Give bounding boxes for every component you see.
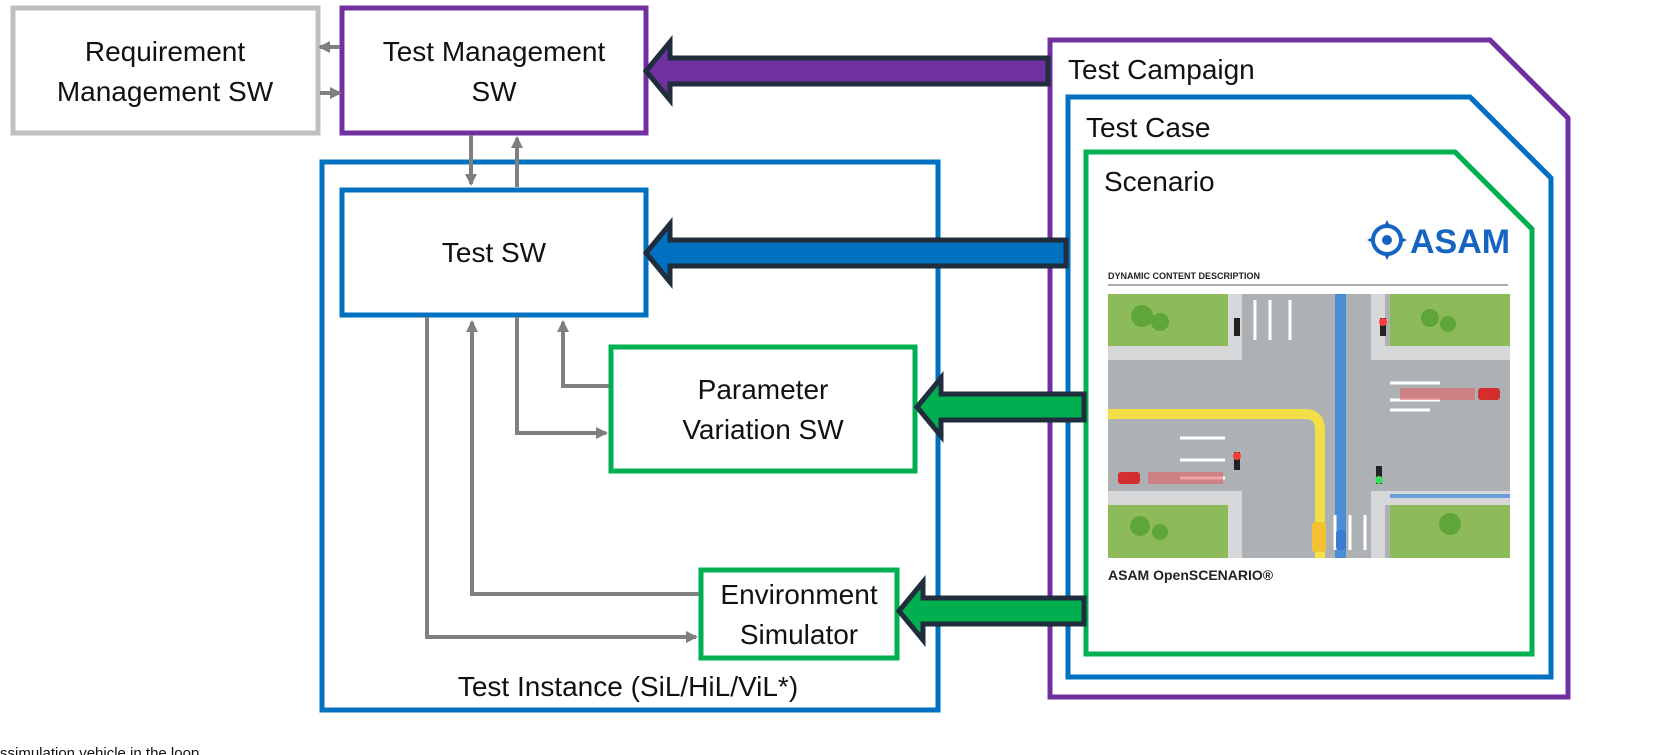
arrow-testsw-to-envsim: [425, 317, 698, 643]
compass-target-icon: [1367, 220, 1407, 260]
big-arrow-campaign-to-test-management: [642, 35, 1051, 107]
requirement-management-label-2: Management SW: [57, 76, 274, 107]
parameter-variation-label-2: Variation SW: [682, 414, 844, 445]
asam-brand: ASAM: [1410, 223, 1510, 261]
test-campaign-label: Test Campaign: [1068, 54, 1255, 85]
big-arrow-scenario-to-parameter-variation: [913, 371, 1087, 443]
test-sw-label: Test SW: [442, 237, 547, 268]
environment-simulator-box: Environment Simulator: [698, 567, 900, 661]
test-management-box: Test Management SW: [339, 5, 649, 136]
arrow-envsim-to-testsw: [466, 320, 699, 596]
arrow-paramvar-to-testsw: [557, 320, 609, 388]
cover-heading: DYNAMIC CONTENT DESCRIPTION: [1108, 271, 1260, 281]
intersection-illustration: [1108, 294, 1510, 558]
parameter-variation-label-1: Parameter: [698, 374, 829, 405]
requirement-management-box: Requirement Management SW: [10, 5, 321, 136]
test-case-label: Test Case: [1086, 112, 1211, 143]
test-sw-box: Test SW: [339, 187, 649, 318]
environment-simulator-label-1: Environment: [720, 579, 877, 610]
footnote: ssimulation vehicle in the loop: [0, 745, 199, 755]
asam-logo: ASAM: [1367, 220, 1510, 261]
parameter-variation-box: Parameter Variation SW: [608, 344, 918, 474]
environment-simulator-label-2: Simulator: [740, 619, 858, 650]
big-arrow-scenario-to-environment-simulator: [895, 575, 1087, 647]
cover-product-name: ASAM OpenSCENARIO®: [1108, 567, 1274, 583]
big-arrow-testcase-to-test-sw: [642, 217, 1069, 289]
scenario-label: Scenario: [1104, 166, 1215, 197]
test-management-label-1: Test Management: [383, 36, 606, 67]
test-instance-label: Test Instance (SiL/HiL/ViL*): [458, 671, 798, 702]
arrow-testsw-to-paramvar: [515, 317, 608, 439]
test-management-label-2: SW: [471, 76, 517, 107]
requirement-management-label-1: Requirement: [85, 36, 246, 67]
